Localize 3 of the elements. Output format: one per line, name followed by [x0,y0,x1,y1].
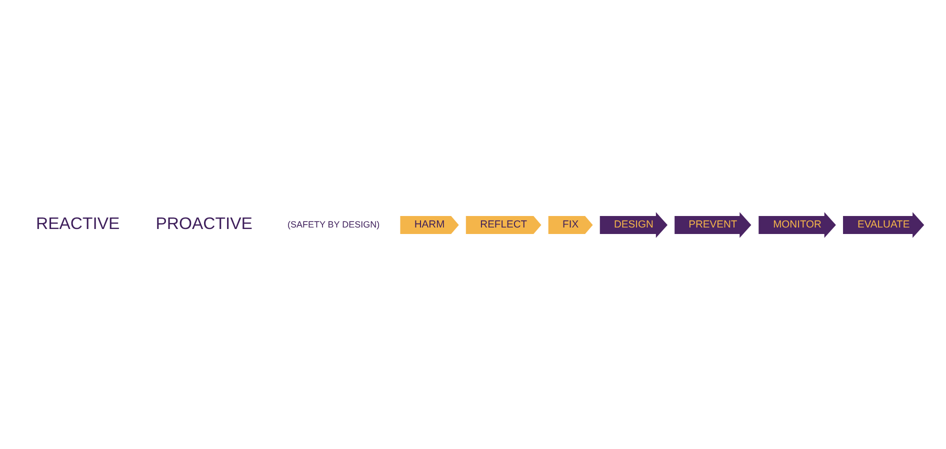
label: PROACTIVE [156,214,252,233]
label: REACTIVE [36,214,120,233]
label: (SAFETY BY DESIGN) [287,218,380,229]
